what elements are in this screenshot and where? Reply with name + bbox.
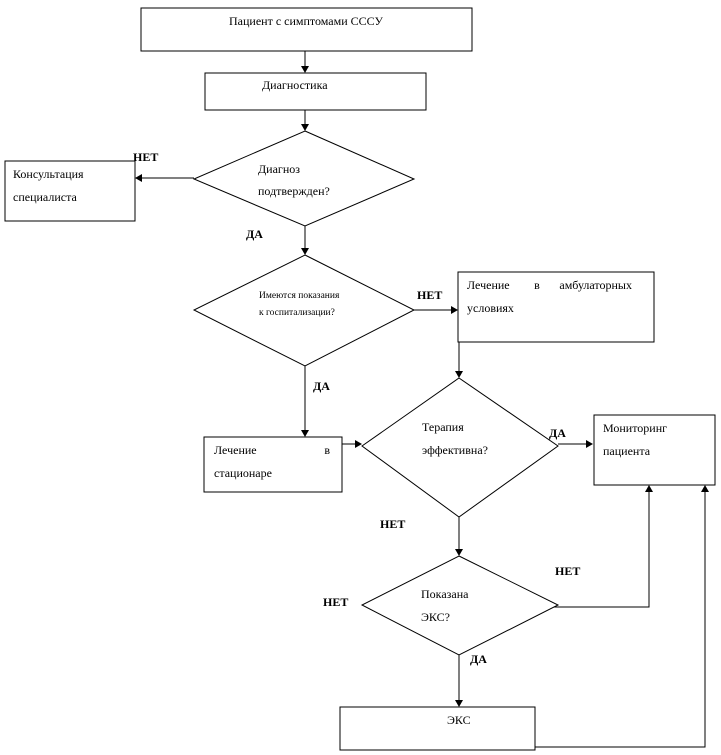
node-outpatient: Лечение в амбулаторных условиях [457,271,655,343]
edge-label-therapy-yes: ДА [549,426,566,440]
therapy-decision-label-line1: Терапия [422,420,464,434]
outpatient-label-word3: амбулаторных [559,278,632,292]
arrowhead [701,485,709,492]
edge-label-eks-yes: ДА [470,652,487,666]
start-box [140,7,473,52]
diagnosis-decision-label-line1: Диагноз [258,162,300,176]
edge-label-diagnosis-yes: ДА [246,227,263,241]
therapy-decision-diamond [361,377,559,518]
inpatient-label-word2: в [324,443,330,457]
eks-box [339,706,536,751]
edge-labels: НЕТ ДА НЕТ ДА ДА НЕТ НЕТ НЕТ ДА [133,150,580,666]
node-diagnosis-decision: Диагноз подтвержден? [192,130,416,227]
edge-label-hosp-no: НЕТ [417,288,442,302]
diagnosis-decision-label-line2: подтвержден? [258,184,330,198]
consultation-label-line1: Консультация [13,167,84,181]
hospitalization-decision-label-line2: к госпитализации? [259,308,335,318]
edge-label-diagnosis-no: НЕТ [133,150,158,164]
arrowhead [455,700,463,707]
edge-label-eks-no-right: НЕТ [555,564,580,578]
node-consultation: Консультация специалиста [4,160,136,222]
diagnostics-label: Диагностика [262,78,328,92]
eks-decision-label-line2: ЭКС? [421,610,450,624]
edge-label-hosp-yes: ДА [313,379,330,393]
node-therapy-decision: Терапия эффективна? [361,377,559,518]
arrowhead [451,306,458,314]
eks-decision-diamond [360,555,560,656]
outpatient-box [457,271,655,343]
arrowhead [301,430,309,437]
monitoring-label-line1: Мониторинг [603,421,667,435]
edge-label-therapy-no: НЕТ [380,517,405,531]
inpatient-label-line2: стационаре [214,466,272,480]
inpatient-box [203,436,343,493]
consultation-label-line2: специалиста [13,190,77,204]
arrowhead [455,371,463,378]
start-label: Пациент с симптомами СССУ [229,14,383,28]
arrowhead [301,66,309,73]
arrowhead [645,485,653,492]
hospitalization-decision-diamond [192,254,416,367]
monitoring-box [593,414,716,486]
eks-decision-label-line1: Показана [421,587,469,601]
connectors [135,51,709,748]
monitoring-label-line2: пациента [603,444,651,458]
outpatient-label-word2: в [534,278,540,292]
arrowhead [301,248,309,255]
arrowhead [355,440,362,448]
edge-eks-to-monitoring [535,490,706,748]
hospitalization-decision-label-line1: Имеются показания [259,291,340,301]
arrowhead [135,174,142,182]
diagnostics-box [204,72,427,111]
node-eks: ЭКС [339,706,536,751]
edge-label-eks-no-left: НЕТ [323,595,348,609]
diagnosis-decision-diamond [192,130,416,227]
consultation-box [4,160,136,222]
node-eks-decision: Показана ЭКС? [360,555,560,656]
therapy-decision-label-line2: эффективна? [422,443,488,457]
node-hospitalization-decision: Имеются показания к госпитализации? [192,254,416,367]
arrowhead [586,440,593,448]
edge-eks-no-to-monitoring [552,490,650,608]
node-diagnostics: Диагностика [204,72,427,111]
arrowhead [455,549,463,556]
inpatient-label-word1: Лечение [214,443,257,457]
arrowhead [301,124,309,131]
outpatient-label-line2: условиях [467,301,514,315]
outpatient-label-word1: Лечение [467,278,510,292]
node-inpatient: Лечение в стационаре [203,436,343,493]
node-start: Пациент с симптомами СССУ [140,7,473,52]
node-monitoring: Мониторинг пациента [593,414,716,486]
eks-label: ЭКС [447,713,471,727]
